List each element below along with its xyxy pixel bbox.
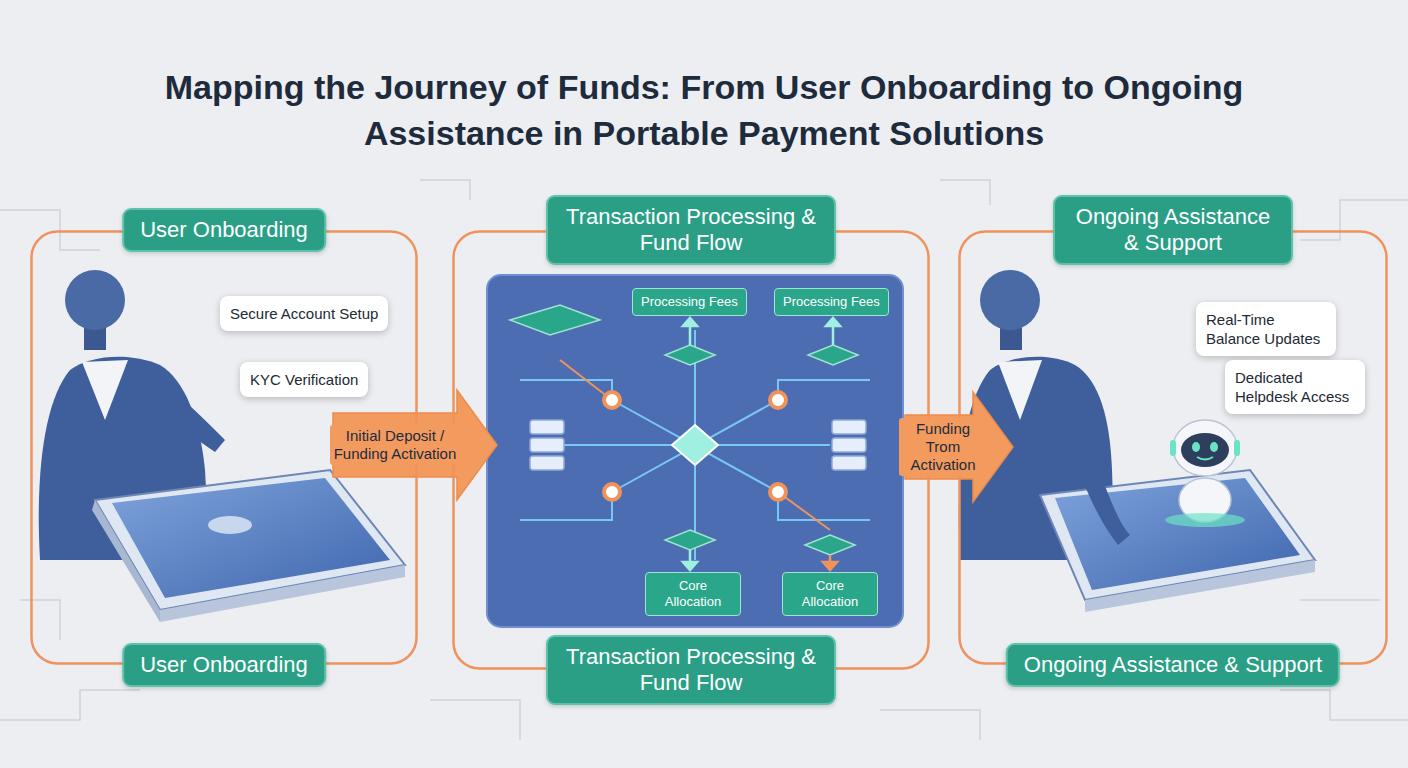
box-text: Core Allocation xyxy=(802,578,858,609)
callout-box: Secure Account Setup xyxy=(220,296,388,331)
box-text: Core Allocation xyxy=(665,578,721,609)
box-text: KYC Verification xyxy=(250,371,358,388)
arrow-label: Funding Trom Activation xyxy=(899,418,987,476)
diagram-title: Mapping the Journey of Funds: From User … xyxy=(104,64,1304,156)
box-text: Processing Fees xyxy=(783,294,880,309)
allocation-box: Processing Fees xyxy=(632,288,747,316)
box-text: Processing Fees xyxy=(641,294,738,309)
box-text: Real-Time Balance Updates xyxy=(1206,311,1320,347)
background-circuit xyxy=(0,180,1408,740)
callout-box: Dedicated Helpdesk Access xyxy=(1225,360,1365,414)
arrow-label: Initial Deposit / Funding Activation xyxy=(330,425,460,465)
callout-box: Real-Time Balance Updates xyxy=(1196,302,1336,356)
stage-region: Ongoing Assistance & SupportOngoing Assi… xyxy=(958,230,1388,665)
box-text: Secure Account Setup xyxy=(230,305,378,322)
stage-footer-pill: Ongoing Assistance & Support xyxy=(1006,643,1340,687)
stage-footer-pill: User Onboarding xyxy=(122,643,326,687)
box-text: Dedicated Helpdesk Access xyxy=(1235,369,1349,405)
region-outline xyxy=(958,230,1388,665)
allocation-box: Core Allocation xyxy=(645,572,741,616)
allocation-box: Core Allocation xyxy=(782,572,878,616)
stage-heading-pill: Transaction Processing & Fund Flow xyxy=(546,195,836,265)
processing-panel xyxy=(487,275,903,627)
callout-box: KYC Verification xyxy=(240,362,368,397)
allocation-box: Processing Fees xyxy=(774,288,889,316)
stage-heading-pill: Ongoing Assistance & Support xyxy=(1053,195,1293,265)
region-outline-rect xyxy=(960,232,1387,664)
region-outline-rect xyxy=(454,232,929,669)
stage-region: Transaction Processing & Fund FlowTransa… xyxy=(452,230,930,670)
stage-footer-pill: Transaction Processing & Fund Flow xyxy=(546,635,836,705)
stage-heading-pill: User Onboarding xyxy=(122,208,326,252)
